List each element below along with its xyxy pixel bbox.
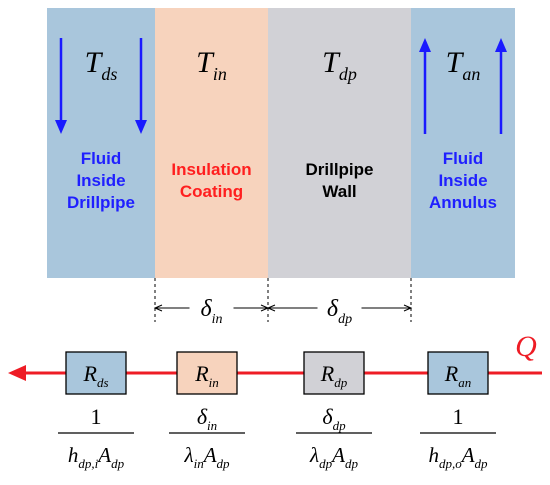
layer-ds-label: Drillpipe <box>67 193 135 212</box>
temp-ds-label: Tds <box>85 46 118 84</box>
layer-an-label: Annulus <box>429 193 497 212</box>
up-arrow-icon <box>419 38 431 134</box>
layer-in-label: Coating <box>180 182 243 201</box>
layer-ds-label: Inside <box>76 171 125 190</box>
layer-in-label: Insulation <box>171 160 251 179</box>
formula-denominator: hdp,oAdp <box>428 443 488 471</box>
layer-an-label: Fluid <box>443 149 484 168</box>
resistor-an-formula: 1 hdp,oAdp <box>420 404 496 471</box>
formula-denominator: λdpAdp <box>309 443 358 471</box>
layer-dp-label: Wall <box>322 182 356 201</box>
formula-denominator: hdp,iAdp <box>68 443 125 471</box>
temp-an-label: Tan <box>446 46 481 84</box>
formula-numerator: 1 <box>91 404 102 429</box>
formula-numerator: δin <box>197 404 217 433</box>
up-arrow-icon <box>495 38 507 134</box>
temp-in-label: Tin <box>196 46 227 84</box>
layer-an-label: Inside <box>438 171 487 190</box>
resistor-an-label: Ran <box>444 361 471 390</box>
resistor-an <box>427 351 489 395</box>
thickness-in-label: δin <box>200 296 222 327</box>
temp-dp-label: Tdp <box>322 46 357 84</box>
layer-ds-label: Fluid <box>81 149 122 168</box>
layer-dp-label: Drillpipe <box>305 160 373 179</box>
resistor-dp-formula: δdp λdpAdp <box>296 404 372 471</box>
resistor-in-formula: δin λinAdp <box>169 404 245 471</box>
thickness-dp-label: δdp <box>327 296 352 327</box>
layer-an <box>411 8 515 278</box>
resistor-ds <box>65 351 127 395</box>
resistor-ds-label: Rds <box>82 361 108 390</box>
formula-numerator: 1 <box>453 404 464 429</box>
layer-in <box>155 8 268 278</box>
layer-ds <box>47 8 155 278</box>
formula-numerator: δdp <box>322 404 346 433</box>
layer-dp <box>268 8 411 278</box>
resistor-ds-formula: 1 hdp,iAdp <box>58 404 134 471</box>
thickness-dp-dimension: δdp <box>266 296 413 327</box>
left-arrow-icon <box>8 365 26 381</box>
resistor-dp-label: Rdp <box>320 361 348 390</box>
resistor-in <box>176 351 238 395</box>
down-arrow-icon <box>55 38 67 134</box>
resistor-in-label: Rin <box>194 361 219 390</box>
resistor-dp <box>303 351 365 395</box>
down-arrow-icon <box>135 38 147 134</box>
formula-denominator: λinAdp <box>183 443 230 471</box>
thickness-in-dimension: δin <box>153 296 270 327</box>
heat-flow-label: Q <box>515 330 537 363</box>
